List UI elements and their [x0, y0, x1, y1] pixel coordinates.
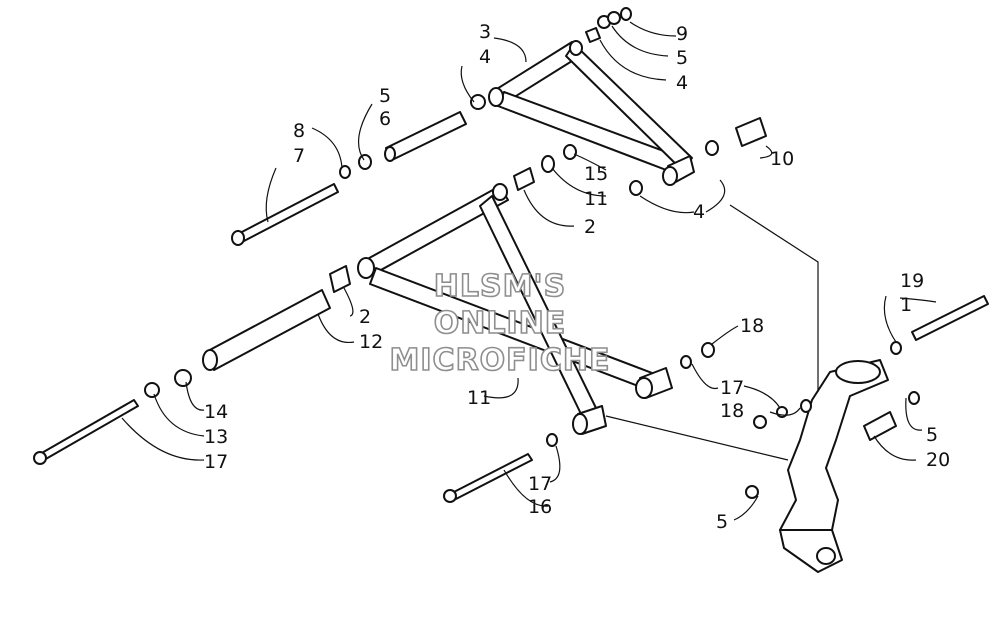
callout-1: 11 — [467, 387, 491, 409]
callout-19: 1 — [900, 294, 912, 316]
callout-4: 4 — [479, 46, 491, 68]
lower-arm-hardware — [33, 144, 715, 503]
watermark-line-1: HLSM'S — [434, 269, 566, 304]
assembly-guide-lines — [605, 204, 819, 461]
callout-7: 7 — [293, 145, 305, 167]
callout-11: 11 — [584, 188, 608, 210]
callout-11: 14 — [204, 401, 228, 423]
callout-18: 18 — [720, 400, 744, 422]
watermark-line-2: ONLINE — [434, 306, 567, 341]
callout-2: 2 — [584, 216, 596, 238]
callout-9: 9 — [676, 23, 688, 45]
callout-4: 4 — [676, 72, 688, 94]
callout-5: 5 — [676, 47, 688, 69]
callout-20: 20 — [926, 449, 950, 471]
steering-spindle — [745, 295, 989, 573]
callout-17: 17 — [528, 473, 552, 495]
upper-arm-hardware — [231, 7, 767, 246]
callout-3: 3 — [479, 21, 491, 43]
watermark: HLSM'S ONLINE MICROFICHE — [389, 268, 611, 379]
callout-6: 6 — [379, 108, 391, 130]
callout-8: 8 — [293, 120, 305, 142]
callout-5: 5 — [716, 511, 728, 533]
callout-17: 17 — [720, 377, 744, 399]
callout-18: 18 — [740, 315, 764, 337]
lower-a-arm — [357, 183, 673, 435]
callout-14: 13 — [204, 426, 228, 448]
callout-13: 17 — [204, 451, 228, 473]
callout-16: 16 — [528, 496, 552, 518]
callout-5: 5 — [379, 85, 391, 107]
callout-leaders — [121, 21, 937, 521]
callout-17: 19 — [900, 270, 924, 292]
upper-a-arm — [488, 40, 695, 186]
callout-10: 10 — [770, 148, 794, 170]
callout-4: 4 — [693, 201, 705, 223]
watermark-line-3: MICROFICHE — [390, 343, 611, 378]
callout-labels: 9 5 4 3 4 5 6 8 7 15 11 2 10 4 2 12 18 1… — [204, 21, 950, 533]
callout-2: 2 — [359, 306, 371, 328]
callout-5: 5 — [926, 424, 938, 446]
callout-15: 15 — [584, 163, 608, 185]
callout-12: 12 — [359, 331, 383, 353]
